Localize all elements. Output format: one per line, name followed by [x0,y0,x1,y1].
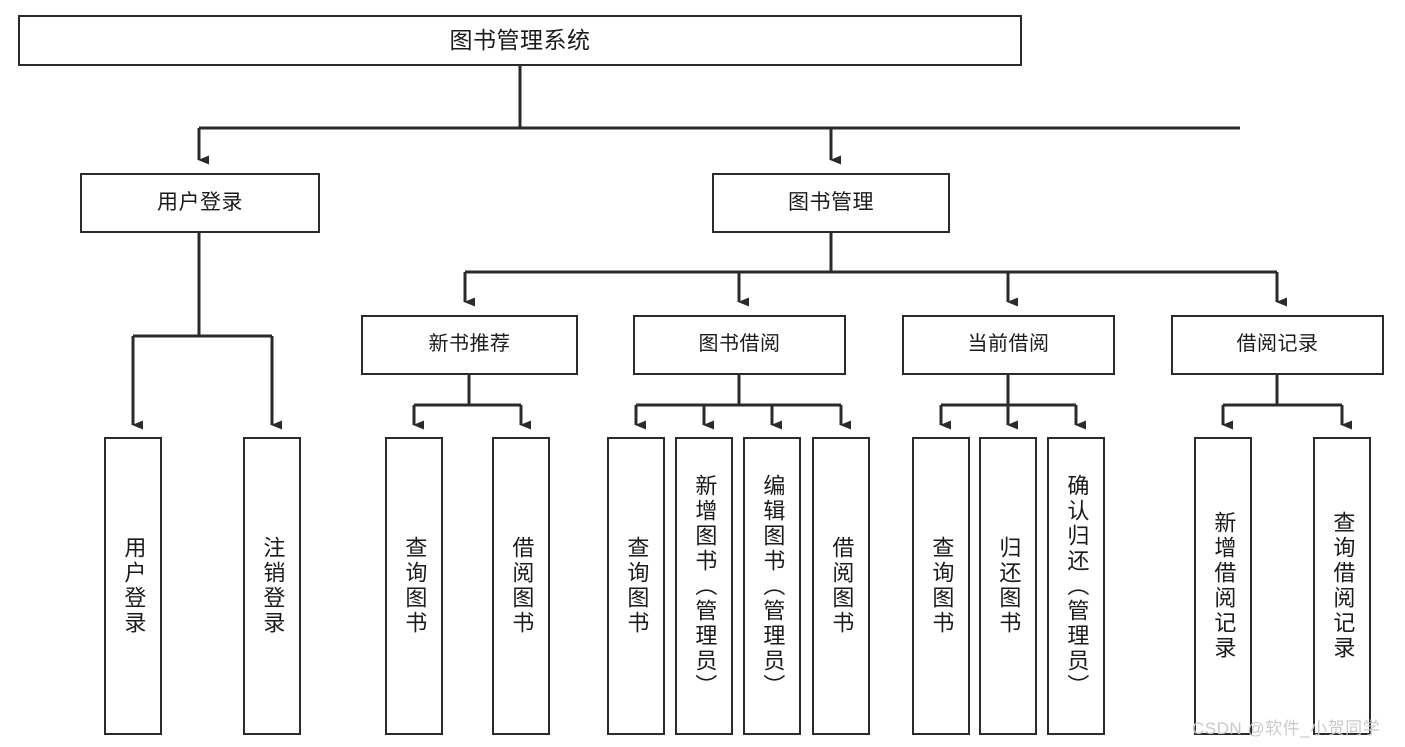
node-borrow-record[interactable]: 借阅记录 [1171,315,1384,375]
node-book-management[interactable]: 图书管理 [712,173,950,233]
node-label: 确认归还（管理员） [1064,473,1090,699]
node-current-borrow[interactable]: 当前借阅 [902,315,1115,375]
node-label: 查询图书 [624,536,650,636]
leaf-confirm-return-admin[interactable]: 确认归还（管理员） [1047,437,1105,735]
leaf-borrow-book[interactable]: 借阅图书 [812,437,870,735]
node-label: 新增借阅记录 [1211,511,1237,661]
node-user-login[interactable]: 用户登录 [80,173,320,233]
leaf-edit-book-admin[interactable]: 编辑图书（管理员） [743,437,801,735]
node-label: 用户登录 [121,536,147,636]
node-label: 借阅记录 [1236,333,1319,356]
node-label: 查询借阅记录 [1330,511,1356,661]
leaf-return-book[interactable]: 归还图书 [979,437,1037,735]
node-label: 编辑图书（管理员） [760,473,786,699]
leaf-add-book-admin[interactable]: 新增图书（管理员） [675,437,733,735]
leaf-user-login[interactable]: 用户登录 [104,437,162,735]
node-label: 归还图书 [996,536,1022,636]
node-label: 查询图书 [402,536,428,636]
leaf-query-book-recommend[interactable]: 查询图书 [385,437,443,735]
node-book-borrow[interactable]: 图书借阅 [633,315,846,375]
node-label: 借阅图书 [509,536,535,636]
node-root-system[interactable]: 图书管理系统 [18,15,1022,66]
leaf-query-book-current[interactable]: 查询图书 [912,437,970,735]
node-label: 查询图书 [929,536,955,636]
node-new-book-recommend[interactable]: 新书推荐 [361,315,578,375]
node-label: 注销登录 [260,536,286,636]
leaf-logout-login[interactable]: 注销登录 [243,437,301,735]
leaf-borrow-book-recommend[interactable]: 借阅图书 [492,437,550,735]
csdn-watermark: CSDN @软件_小贺同学 [1192,719,1381,738]
node-label: 当前借阅 [967,333,1050,356]
leaf-query-book-borrow[interactable]: 查询图书 [607,437,665,735]
leaf-query-borrow-record[interactable]: 查询借阅记录 [1313,437,1371,735]
node-label: 用户登录 [157,190,243,214]
node-label: 图书借阅 [698,333,781,356]
node-label: 新增图书（管理员） [692,473,718,699]
leaf-add-borrow-record[interactable]: 新增借阅记录 [1194,437,1252,735]
node-label: 新书推荐 [428,333,511,356]
node-label: 图书管理系统 [449,26,591,53]
node-label: 图书管理 [788,190,874,214]
node-label: 借阅图书 [829,536,855,636]
